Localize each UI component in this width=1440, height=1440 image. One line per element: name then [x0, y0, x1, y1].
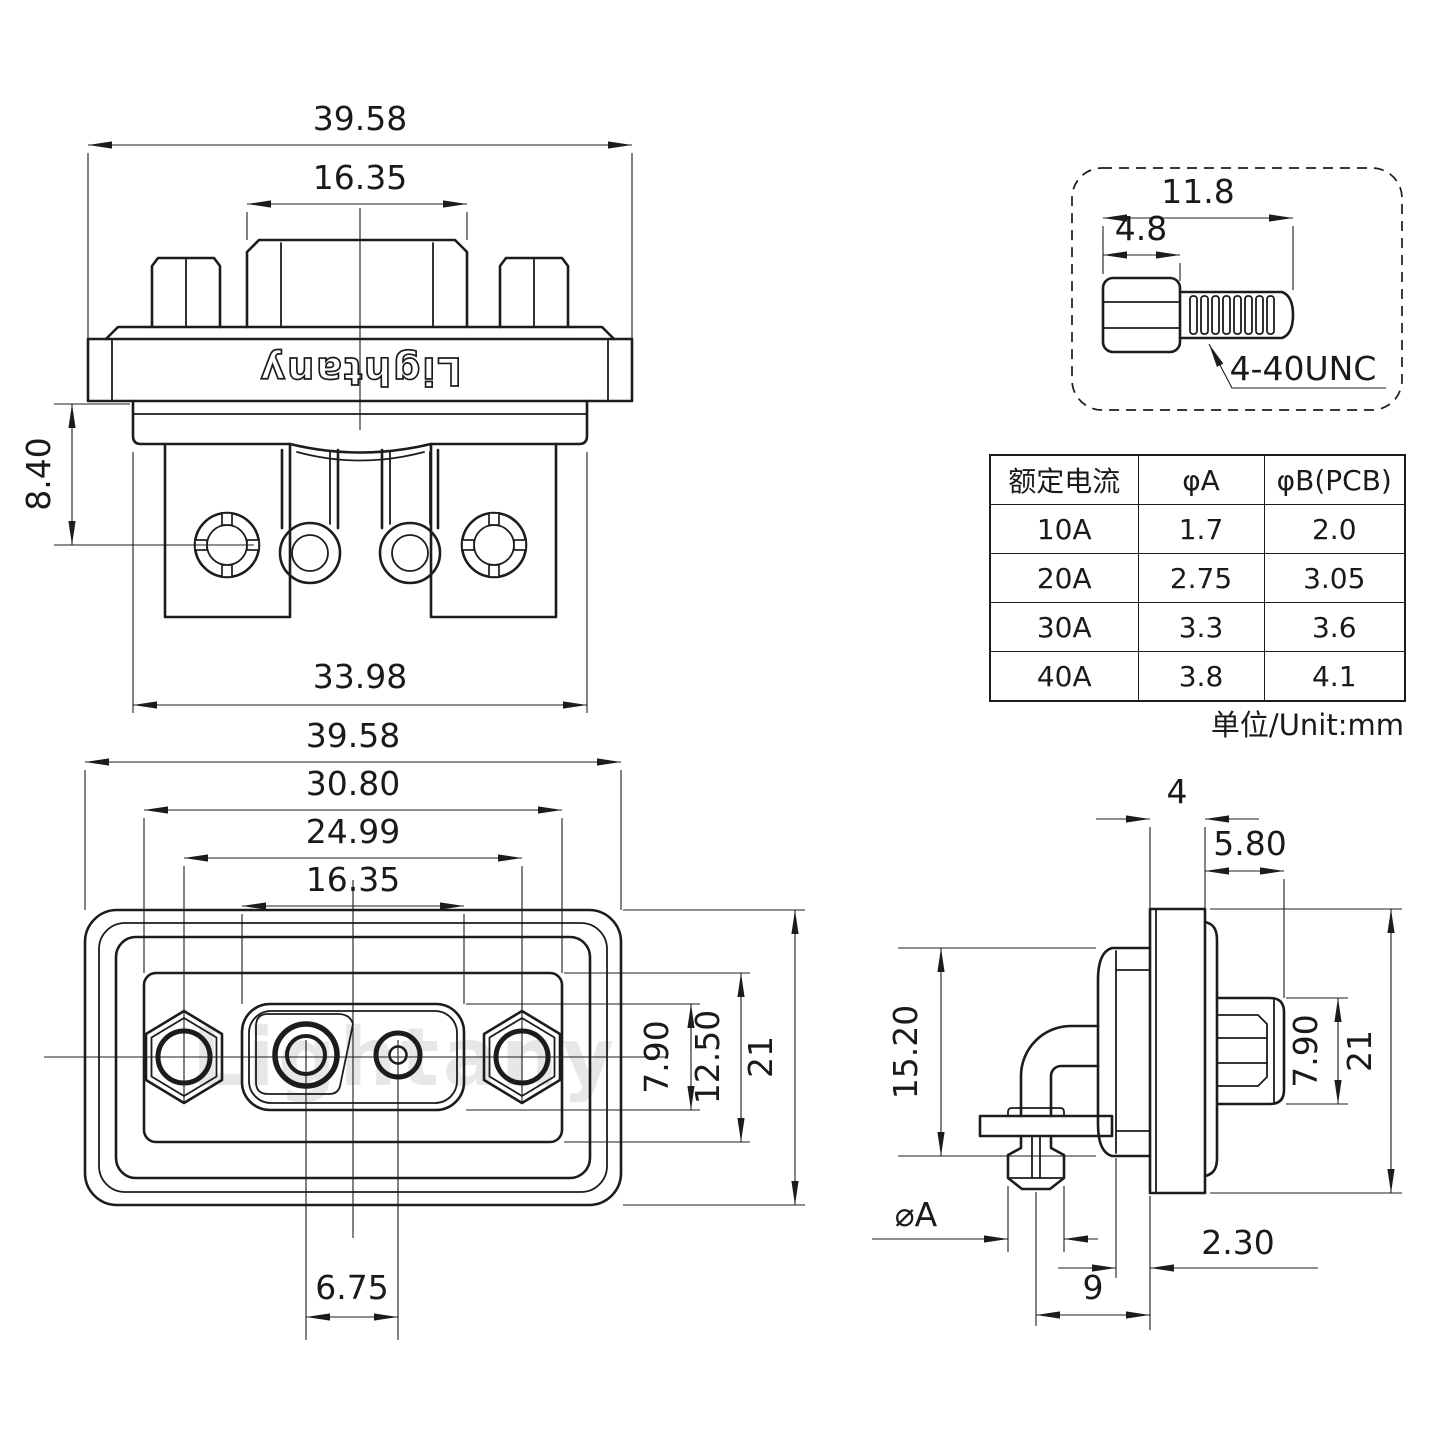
screw-shank — [1178, 290, 1295, 340]
dim-front-contact-pitch: 6.75 — [315, 1268, 388, 1307]
side-pin-elbow-outer — [1019, 1024, 1100, 1118]
dim-front-opening-height: 7.90 — [637, 1020, 676, 1093]
side-body — [1096, 946, 1152, 1158]
dim-screw-total-length: 11.8 — [1161, 172, 1234, 211]
table-cell: 3.6 — [1263, 602, 1406, 652]
side-view: 4 5.80 15.20 7.90 21 ⌀A 2.30 9 — [872, 772, 1402, 1330]
dim-rear-flange-to-hole: 8.40 — [19, 437, 58, 510]
side-pin-elbow-inner — [1049, 1064, 1100, 1118]
table-cell: 4.1 — [1263, 651, 1406, 702]
table-row: 20A 2.75 3.05 — [989, 553, 1406, 603]
rear-solder-cup-left — [278, 448, 342, 585]
header-dia-b-pcb: φB(PCB) — [1263, 454, 1406, 505]
rear-body-arch — [288, 442, 433, 454]
rear-hole-right — [460, 511, 528, 579]
detail-border — [1071, 167, 1403, 411]
table-row: 10A 1.7 2.0 — [989, 504, 1406, 554]
screw-threads — [1189, 295, 1275, 335]
side-skirt — [1203, 920, 1219, 1178]
table-cell: 1.7 — [1137, 504, 1265, 554]
screw-detail-view: 11.8 4.8 4-40UNC — [1071, 167, 1403, 411]
thread-spec-label: 4-40UNC — [1230, 349, 1377, 388]
dim-side-overall-height: 21 — [1340, 1030, 1379, 1072]
dim-front-hole-pitch: 24.99 — [306, 812, 400, 851]
rear-view: Lightany — [19, 99, 634, 713]
table-header-row: 额定电流 φA φB(PCB) — [989, 454, 1406, 505]
dim-side-shield-height: 7.90 — [1286, 1014, 1325, 1087]
table-cell: 2.0 — [1263, 504, 1406, 554]
dim-screw-head-length: 4.8 — [1115, 209, 1167, 248]
dim-side-pin-to-flange: 9 — [1083, 1268, 1104, 1307]
dim-side-pin-clearance: 2.30 — [1201, 1223, 1274, 1262]
side-jack-screw — [1216, 1014, 1268, 1087]
side-stub — [1215, 996, 1286, 1106]
dim-front-overall-width: 39.58 — [306, 716, 400, 755]
dim-front-overall-height: 21 — [741, 1036, 780, 1078]
rear-body-sides — [131, 399, 589, 446]
table-cell: 2.75 — [1137, 553, 1265, 603]
unit-note: 单位/Unit:mm — [1210, 708, 1404, 742]
side-plate-tab — [1007, 1107, 1065, 1117]
dim-rear-shield-width: 16.35 — [313, 158, 407, 197]
side-mount-plate — [978, 1114, 1114, 1138]
table-cell: 30A — [989, 602, 1139, 652]
rear-body-arch-inner — [296, 451, 425, 462]
dim-rear-overall-width: 39.58 — [313, 99, 407, 138]
dim-front-panel-width: 30.80 — [306, 764, 400, 803]
header-dia-a: φA — [1137, 454, 1265, 505]
side-flange — [1148, 907, 1207, 1195]
table-row: 40A 3.8 4.1 — [989, 651, 1406, 702]
rear-bracket-left — [163, 442, 292, 619]
dim-side-body-height: 15.20 — [886, 1005, 925, 1099]
front-view: Lightany — [44, 716, 805, 1340]
rated-current-table: 额定电流 φA φB(PCB) 10A 1.7 2.0 20A 2.75 3.0… — [989, 454, 1406, 702]
table-cell: 3.8 — [1137, 651, 1265, 702]
thread-leader-line — [1208, 343, 1386, 389]
screw-head — [1101, 276, 1182, 354]
dim-front-insert-height: 12.50 — [688, 1010, 727, 1104]
rear-solder-cup-right — [378, 448, 442, 585]
table-cell: 3.05 — [1263, 553, 1406, 603]
rear-shield-outline — [245, 238, 469, 329]
side-pin-collar — [1006, 1134, 1066, 1191]
dim-rear-body-width: 33.98 — [313, 657, 407, 696]
table-cell: 20A — [989, 553, 1139, 603]
table-cell: 10A — [989, 504, 1139, 554]
front-contact-pocket — [255, 1013, 354, 1095]
dim-front-opening-width: 16.35 — [306, 860, 400, 899]
dim-side-flange-thickness: 4 — [1167, 772, 1188, 811]
dim-side-shield-depth: 5.80 — [1213, 824, 1286, 863]
header-rated-current: 额定电流 — [989, 454, 1139, 505]
table-row: 30A 3.3 3.6 — [989, 602, 1406, 652]
table-cell: 3.3 — [1137, 602, 1265, 652]
dim-side-pin-diameter: ⌀A — [895, 1195, 938, 1234]
table-cell: 40A — [989, 651, 1139, 702]
rear-bracket-right — [429, 442, 558, 619]
